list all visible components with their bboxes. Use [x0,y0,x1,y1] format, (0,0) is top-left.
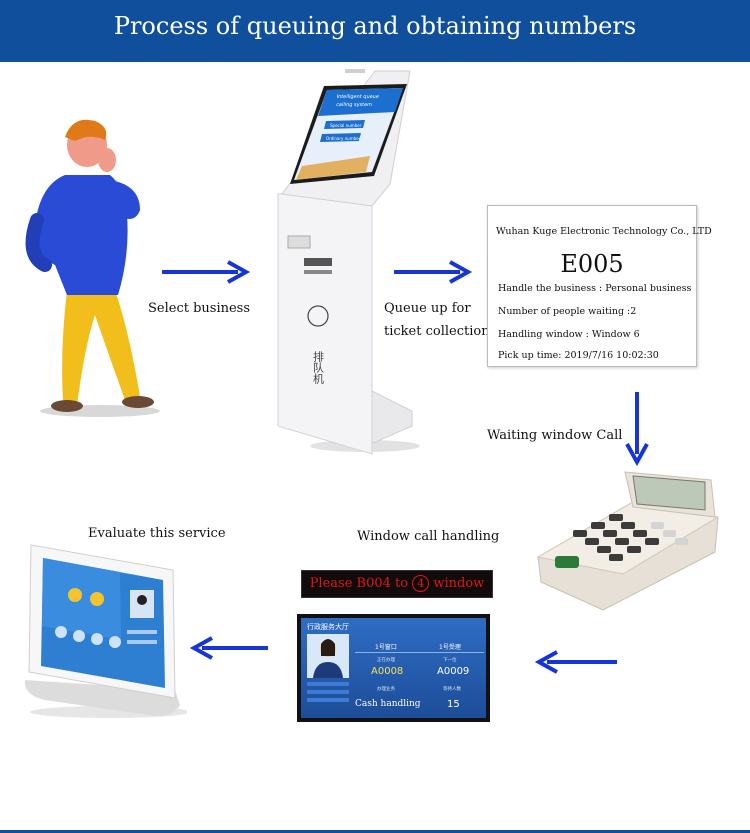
led-window-number: 4 [412,575,430,592]
screen-next-label: 下一位 [443,658,457,663]
evaluation-tablet [24,544,187,718]
label-select-business: Select business [148,301,251,316]
kiosk-btn-ordinary: Ordinary number [326,136,361,141]
ticket-number: E005 [560,250,624,278]
screen-col2: 1号受理 [439,644,461,651]
screen-waiting-label: 等待人数 [443,687,461,692]
staff-avatar [307,634,349,678]
arrow-right-2 [394,260,473,284]
ticket-window: Handling window : Window 6 [498,329,640,340]
screen-current-number: A0008 [371,666,404,677]
kiosk-btn-special: Special number [330,123,362,128]
kiosk-screen-title-1: Intelligent queue [336,94,379,100]
screen-waiting-count: 15 [447,699,460,710]
screen-next-number: A0009 [437,666,470,677]
ticket-business: Handle the business : Personal business [498,283,692,294]
calling-keypad-device [536,471,720,611]
led-text-after: window [433,576,485,591]
arrow-left-2 [190,636,268,660]
screen-col1: 1号窗口 [375,644,397,651]
screen-title: 行政服务大厅 [307,623,349,631]
kiosk-side-text: 排队机 [312,350,325,384]
footer-rule [0,830,750,833]
label-queue-line2: ticket collection [384,324,490,339]
ticket-company: Wuhan Kuge Electronic Technology Co., LT… [496,226,712,237]
ticket-waiting: Number of people waiting :2 [498,306,637,317]
screen-service: Cash handling [355,699,421,709]
arrow-left-1 [535,650,617,674]
header-banner [0,0,750,62]
queue-kiosk-machine: Intelligent queue calling system Special… [277,69,420,455]
label-queue-line1: Queue up for [384,301,471,316]
label-evaluate-service: Evaluate this service [88,526,226,541]
ticket-time: Pick up time: 2019/7/16 10:02:30 [498,350,659,361]
kiosk-screen-title-2: calling system [336,102,373,108]
label-window-call-handling: Window call handling [357,529,500,544]
screen-service-label: 办理业务 [377,687,395,692]
queue-ticket: Wuhan Kuge Electronic Technology Co., LT… [487,205,712,367]
arrow-right-1 [162,260,251,284]
thinking-person-illustration [25,119,160,417]
window-display-screen: 行政服务大厅 1号窗口 1号受理 正在办理 A0008 下一位 A0009 办理… [297,614,490,722]
screen-current-label: 正在办理 [377,658,395,663]
page-title: Process of queuing and obtaining numbers [113,12,637,40]
led-call-display: Please B004 to 4 window [301,570,493,598]
arrow-down [625,392,649,467]
label-waiting-window-call: Waiting window Call [487,428,623,443]
led-text-before: Please B004 to [309,576,409,591]
